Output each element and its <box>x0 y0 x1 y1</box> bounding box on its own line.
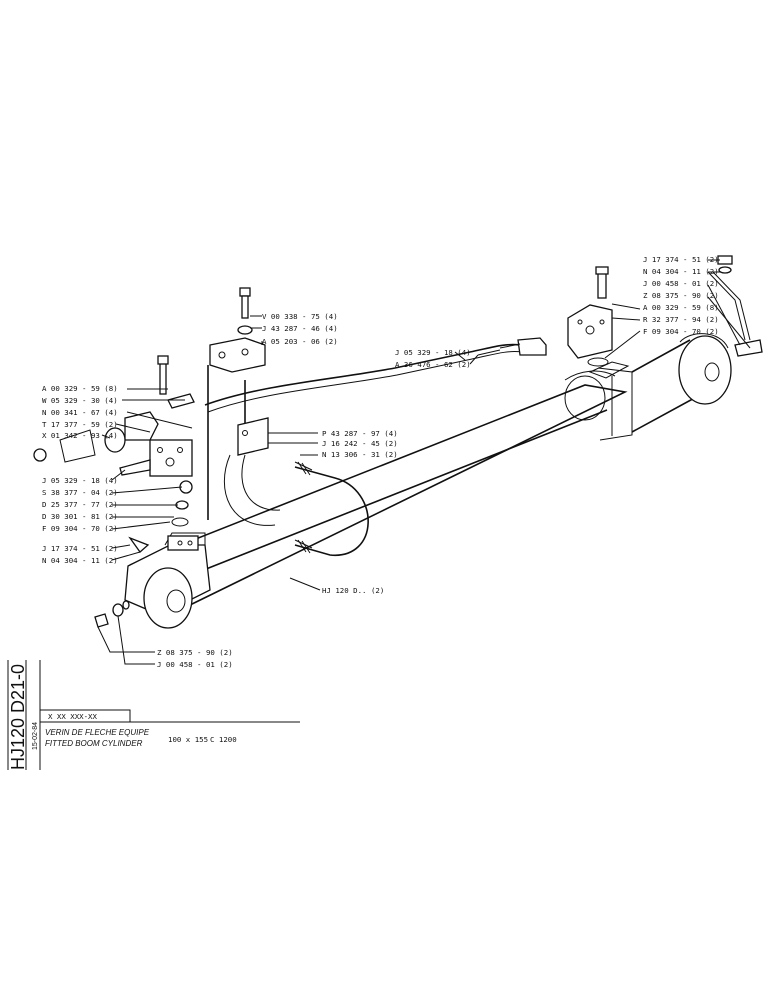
bolt-top <box>237 287 253 335</box>
callout-n04304-left: N 04 304 - 11 (2) <box>42 556 118 565</box>
title-english: FITTED BOOM CYLINDER <box>45 739 143 748</box>
callout-n13306: N 13 306 - 31 (2) <box>322 450 398 459</box>
title-dimensions: 100 x 155 <box>168 735 208 744</box>
document-number: HJ120 D21-0 <box>8 664 28 770</box>
callout-v00338: V 00 338 - 75 (4) <box>262 312 338 321</box>
callout-r32377: R 32 377 - 94 (2) <box>643 315 719 324</box>
callout-d30301: D 30 301 - 81 (2) <box>42 512 118 521</box>
right-valve-block <box>567 255 763 367</box>
callout-hj120: HJ 120 D.. (2) <box>322 586 384 595</box>
cylinder-base-block <box>124 532 211 629</box>
callout-p43287: P 43 287 - 97 (4) <box>322 429 398 438</box>
callout-z08375-right: Z 08 375 - 90 (2) <box>643 291 719 300</box>
u-bolt <box>294 461 369 556</box>
cylinder-barrel <box>129 333 732 606</box>
bottom-fittings <box>94 536 150 628</box>
left-valve-block <box>33 355 195 527</box>
hydraulic-hose <box>204 337 547 413</box>
callout-j17374-left: J 17 374 - 51 (2) <box>42 544 118 553</box>
callout-x01342: X 01 342 - 93 (4) <box>42 431 118 440</box>
callout-j17374-right: J 17 374 - 51 (2) <box>643 255 719 264</box>
callout-labels: V 00 338 - 75 (4) J 43 287 - 46 (4) A 05… <box>42 255 719 669</box>
callout-j43287: J 43 287 - 46 (4) <box>262 324 338 333</box>
title-block: HJ120 D21-0 15-02-84 X XX XXX-XX VERIN D… <box>7 660 300 770</box>
callout-j16242: J 16 242 - 45 (2) <box>322 439 398 448</box>
callout-w05329: W 05 329 - 30 (4) <box>42 396 118 405</box>
callout-j00458-bottom: J 00 458 - 01 (2) <box>157 660 233 669</box>
callout-a36476: A 36 476 - 62 (2) <box>395 360 471 369</box>
callout-j05329-left: J 05 329 - 18 (4) <box>42 476 118 485</box>
callout-t17377: T 17 377 - 59 (2) <box>42 420 118 429</box>
callout-f09304-left: F 09 304 - 70 (2) <box>42 524 118 533</box>
callout-s38377: S 38 377 - 04 (2) <box>42 488 118 497</box>
callout-d25377: D 25 377 - 77 (2) <box>42 500 118 509</box>
callout-a00329-left: A 00 329 - 59 (8) <box>42 384 118 393</box>
title-french: VERIN DE FLECHE EQUIPE <box>45 728 150 737</box>
callout-j05329-top: J 05 329 - 18 (4) <box>395 348 471 357</box>
callout-a00329-right: A 00 329 - 59 (8) <box>643 303 719 312</box>
callout-n04304-right: N 04 304 - 11 (2) <box>643 267 719 276</box>
callout-n00341: N 00 341 - 67 (4) <box>42 408 118 417</box>
title-block-code: X XX XXX-XX <box>48 712 97 721</box>
callout-z08375-bottom: Z 08 375 - 90 (2) <box>157 648 233 657</box>
leader-lines <box>97 259 751 665</box>
clamp-assembly <box>207 337 281 526</box>
callout-a05203: A 05 203 - 06 (2) <box>262 337 338 346</box>
callout-j00458-right: J 00 458 - 01 (2) <box>643 279 719 288</box>
title-stroke-code: C 1200 <box>210 735 237 744</box>
callout-f09304-right: F 09 304 - 70 (2) <box>643 327 719 336</box>
document-date: 15-02-84 <box>32 722 39 750</box>
